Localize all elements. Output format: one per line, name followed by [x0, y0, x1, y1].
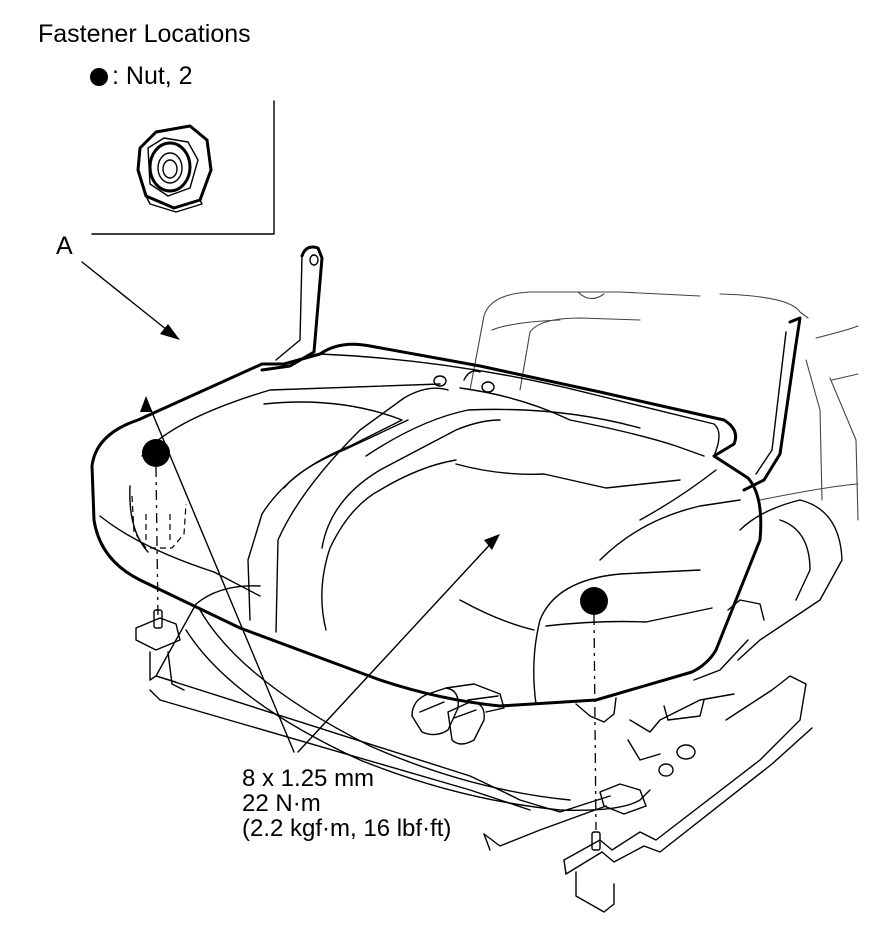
seat-cushion-outline — [90, 342, 763, 708]
adjustment-levers — [411, 683, 505, 745]
nut-inset-frame — [91, 100, 275, 235]
headrest-rods — [260, 245, 802, 492]
spec-torque-alt: (2.2 kgf·m, 16 lbf·ft) — [242, 815, 452, 842]
torque-callout-lines — [140, 396, 500, 753]
seat-back — [469, 291, 859, 521]
stud-alignment-lines — [155, 466, 597, 831]
hidden-mount-bracket — [131, 495, 187, 549]
seat-rail-mechanism — [563, 499, 843, 913]
spec-torque-nm: 22 N·m — [242, 790, 321, 817]
diagram-title: Fastener Locations — [38, 20, 251, 48]
mounting-studs — [153, 609, 601, 851]
nut-location-right — [580, 587, 608, 615]
cushion-contours — [99, 383, 741, 705]
torque-spec: 8 x 1.25 mm 22 N·m (2.2 kgf·m, 16 lbf·ft… — [242, 766, 451, 841]
nut-legend-label: : Nut, 2 — [112, 62, 193, 90]
nut-location-left — [142, 439, 170, 467]
cushion-bolt-holes — [433, 370, 495, 393]
seat-frame — [135, 585, 651, 851]
callout-a-label: A — [56, 232, 73, 260]
callout-a-arrow — [81, 261, 180, 340]
flange-nut-illustration — [136, 124, 213, 213]
nut-legend-dot-icon — [90, 67, 108, 86]
spec-thread-size: 8 x 1.25 mm — [242, 765, 375, 792]
nut-legend: : Nut, 2 — [90, 63, 193, 90]
